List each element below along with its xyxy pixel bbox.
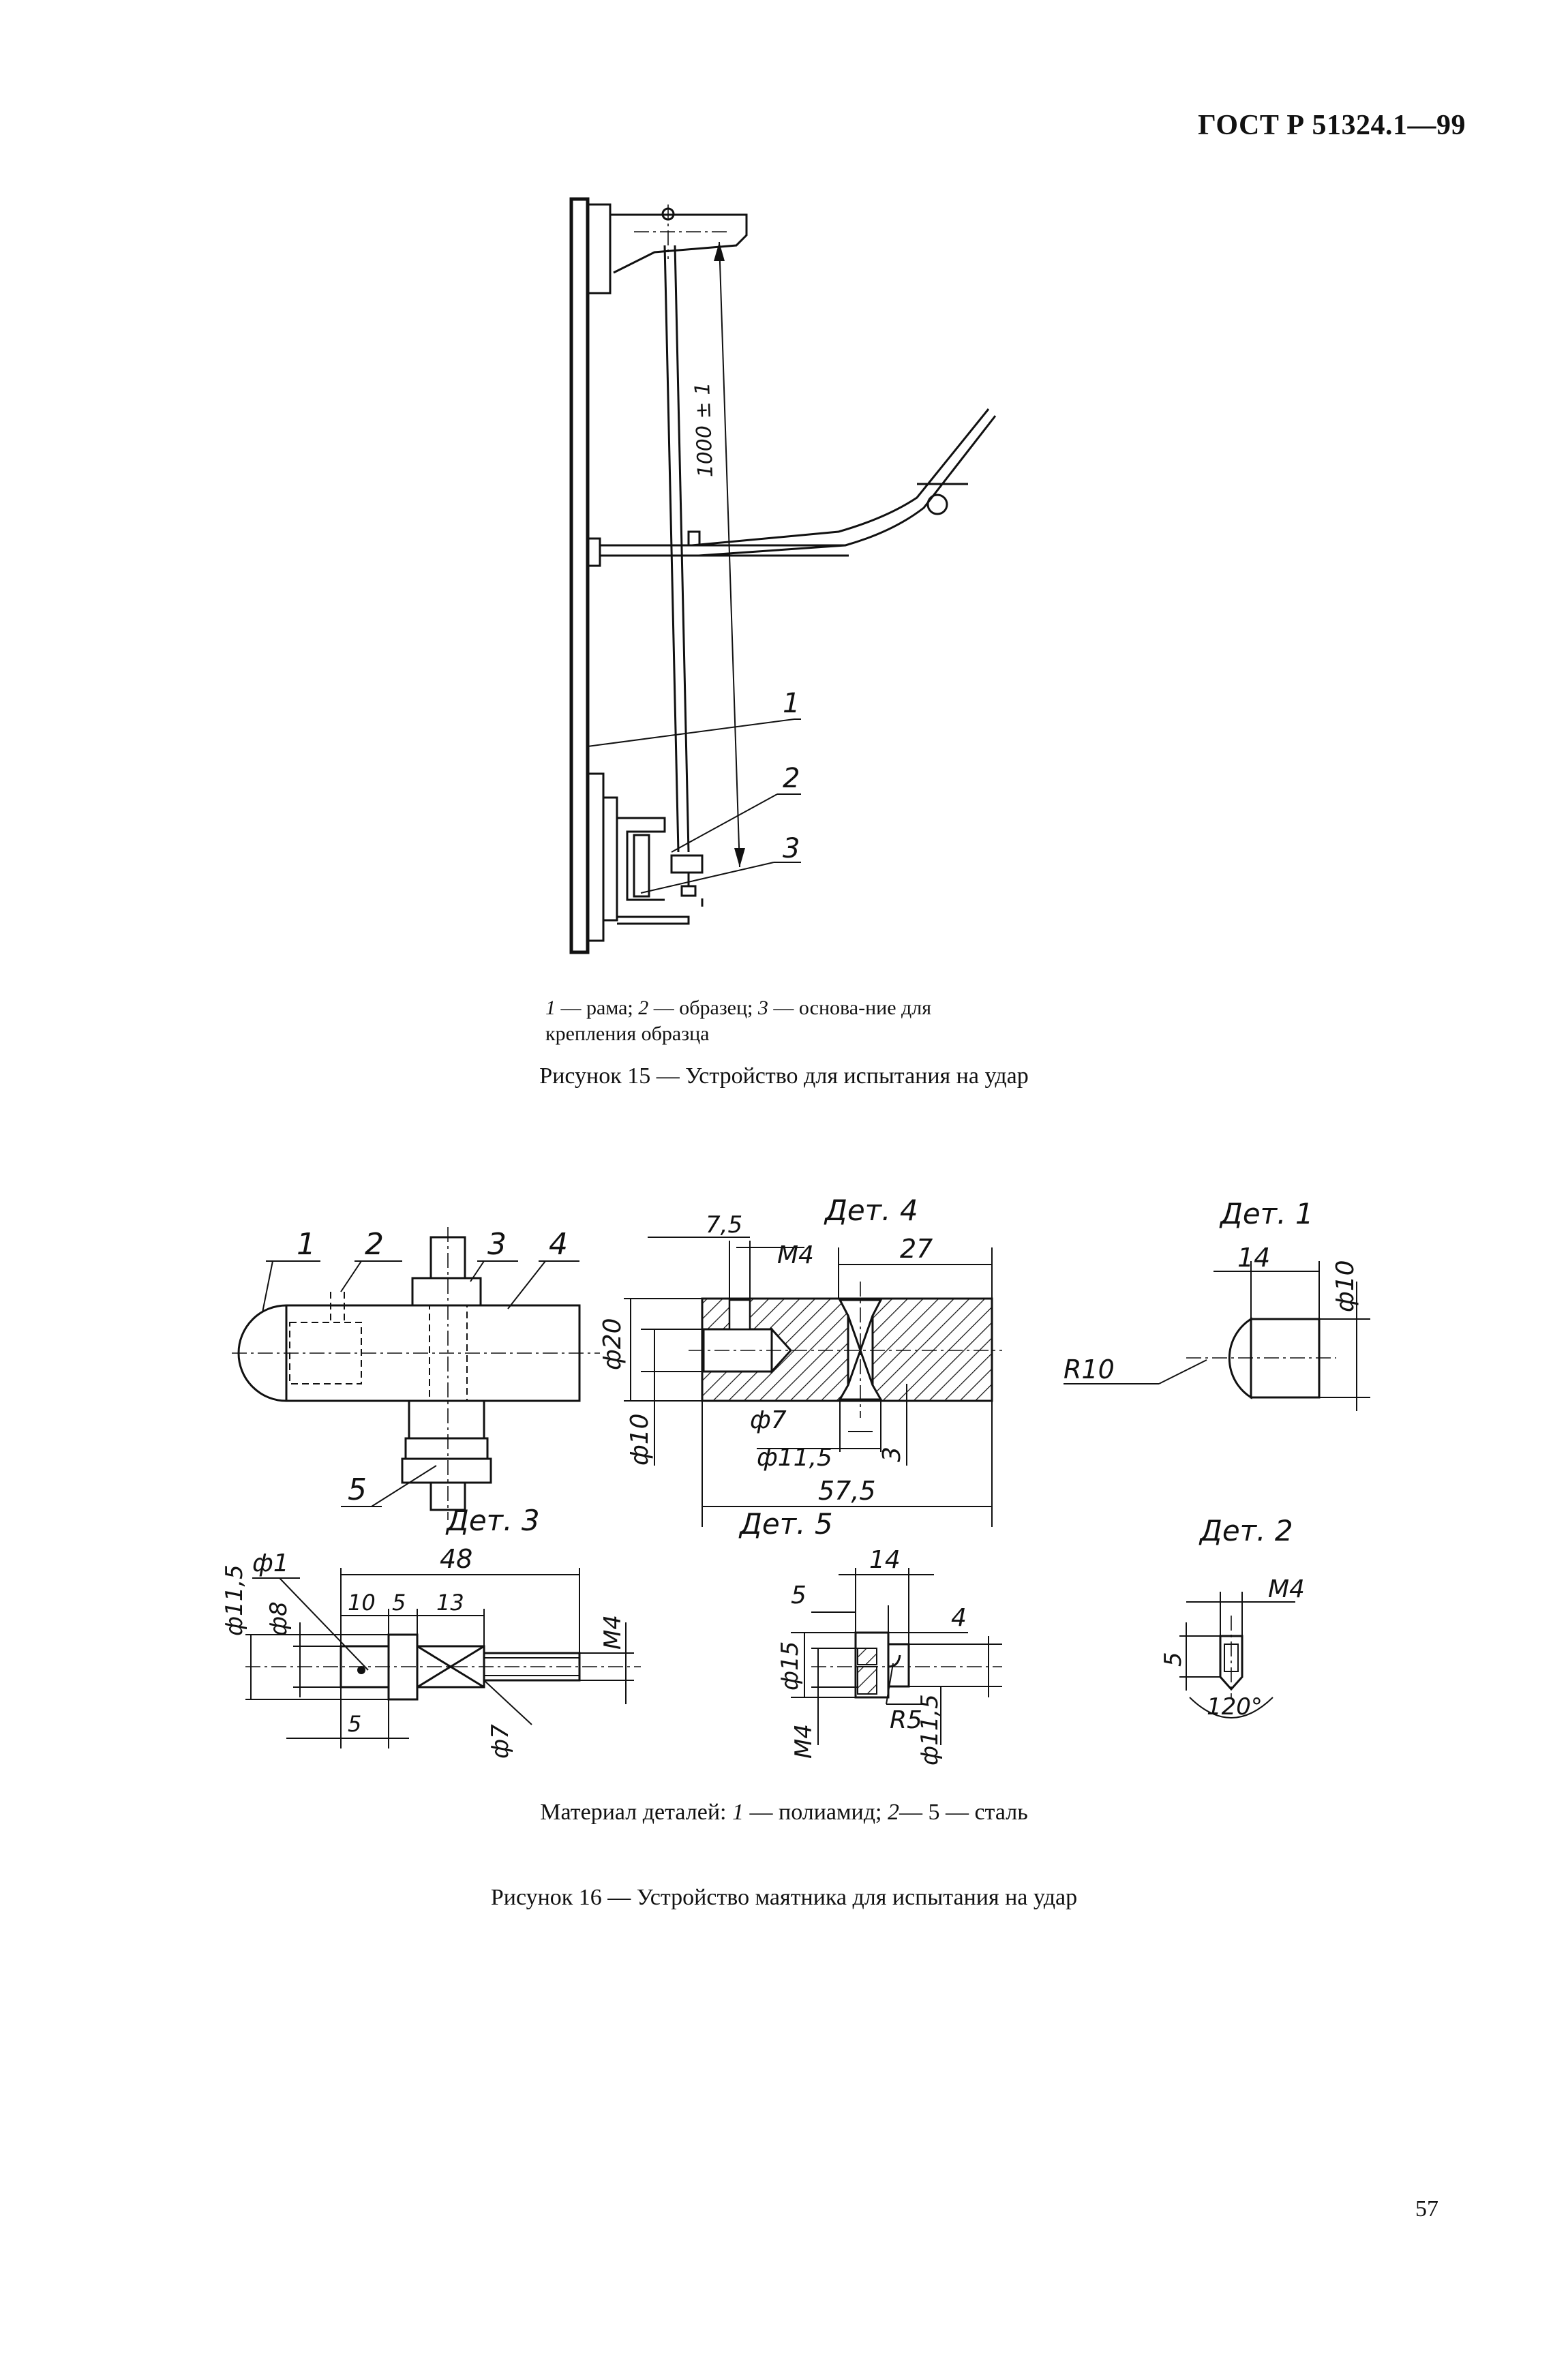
det3-dim-10: 10: [348, 1590, 376, 1616]
material-num-1: 1: [732, 1800, 744, 1825]
figure-16-caption: Рисунок 16 — Устройство маятника для исп…: [490, 1885, 1078, 1910]
figure-15-drawing: 1000 ± 1 1 2 3: [569, 197, 997, 954]
assembly-callout-4: 4: [549, 1227, 568, 1262]
det1-dim-14: 14: [1237, 1243, 1270, 1273]
assembly-callout-2: 2: [365, 1227, 384, 1262]
assembly-callout-3: 3: [487, 1227, 507, 1262]
det2-dim-m4: М4: [1268, 1575, 1305, 1603]
page-number: 57: [1415, 2196, 1438, 2222]
det5-dim-4: 4: [951, 1604, 967, 1632]
det4-dim-27: 27: [900, 1234, 933, 1264]
figure-15-caption: Рисунок 15 — Устройство для испытания на…: [539, 1063, 1029, 1089]
det5-dim-14: 14: [869, 1546, 901, 1574]
det3-dim-m4: М4: [599, 1615, 627, 1650]
det2-title: Дет. 2: [1198, 1514, 1293, 1547]
det4-dim-3: 3: [878, 1447, 906, 1462]
assembly-callout-1: 1: [297, 1227, 316, 1262]
legend-text-1: — рама;: [556, 997, 639, 1019]
material-text-1: — полиамид;: [744, 1800, 888, 1825]
det2-dim-120: 120°: [1207, 1693, 1263, 1721]
materials-note: Материал деталей: 1 — полиамид; 2— 5 — с…: [0, 1800, 1568, 1826]
det3-dim-sq7: ф7: [487, 1724, 514, 1759]
detail-2: Дет. 2 М4 5 120°: [1160, 1514, 1305, 1721]
det5-dim-d15: ф15: [777, 1641, 804, 1691]
detail-4: Дет. 4 7,5 М4 27 ф20 ф10 ф: [599, 1194, 1002, 1527]
det1-dim-d10: ф10: [1331, 1260, 1359, 1312]
det3-dim-d8: ф8: [265, 1601, 292, 1636]
det3-dim-48: 48: [440, 1544, 472, 1574]
det5-dim-m4: М4: [790, 1724, 817, 1759]
det3-dim-d1: ф1: [252, 1549, 289, 1577]
det4-dim-m4: М4: [777, 1241, 814, 1269]
det1-dim-r10: R10: [1064, 1354, 1115, 1384]
callout-3: 3: [783, 833, 800, 864]
det4-dim-d20: ф20: [599, 1318, 627, 1370]
legend-text-3: — основа-ние для крепления образца: [545, 997, 932, 1045]
callout-1: 1: [783, 688, 800, 719]
callout-2: 2: [783, 763, 800, 794]
detail-1: Дет. 1 14 ф10 R10: [1064, 1197, 1370, 1411]
det4-dim-d10: ф10: [626, 1413, 654, 1466]
legend-num-2: 2: [638, 997, 649, 1019]
material-prefix: Материал деталей:: [540, 1800, 732, 1825]
assembly-callout-5: 5: [348, 1472, 367, 1507]
det4-dim-7-5: 7,5: [706, 1211, 742, 1239]
det4-dim-sq7: ф7: [750, 1406, 787, 1434]
det3-dim-13: 13: [436, 1590, 464, 1616]
material-num-2: 2: [887, 1800, 899, 1825]
det4-title: Дет. 4: [824, 1194, 918, 1227]
detail-5: Дет. 5 14 5 4 ф15 М4 R5 ф11,5: [738, 1507, 1002, 1766]
det3-dim-5-bottom: 5: [348, 1711, 361, 1737]
det4-dim-d11-5: ф11,5: [757, 1444, 832, 1472]
document-header: ГОСТ Р 51324.1—99: [1198, 110, 1466, 141]
frame: [569, 197, 590, 954]
det5-dim-r5: R5: [890, 1706, 922, 1734]
legend-text-2: — образец;: [648, 997, 758, 1019]
legend-num-3: 3: [757, 997, 768, 1019]
figure-16-assembly: 1 2 3 4 5: [232, 1227, 600, 1520]
det5-dim-d11-5: ф11,5: [916, 1694, 944, 1766]
det3-dim-d11-5: ф11,5: [221, 1564, 248, 1636]
det1-title: Дет. 1: [1219, 1197, 1314, 1230]
material-text-2: — 5 — сталь: [899, 1800, 1028, 1825]
det5-dim-5: 5: [791, 1581, 806, 1609]
dimension-1000: 1000 ± 1: [691, 382, 718, 478]
legend-num-1: 1: [545, 997, 556, 1019]
det4-dim-57-5: 57,5: [818, 1476, 876, 1506]
figure-15-legend: 1 — рама; 2 — образец; 3 — основа-ние дл…: [545, 995, 1023, 1047]
det3-dim-5-top: 5: [392, 1590, 406, 1616]
det2-dim-5: 5: [1160, 1652, 1187, 1667]
detail-3: Дет. 3 ф1 48 ф11,5 ф8: [221, 1504, 641, 1759]
det3-title: Дет. 3: [445, 1504, 540, 1537]
det5-title: Дет. 5: [738, 1507, 833, 1541]
